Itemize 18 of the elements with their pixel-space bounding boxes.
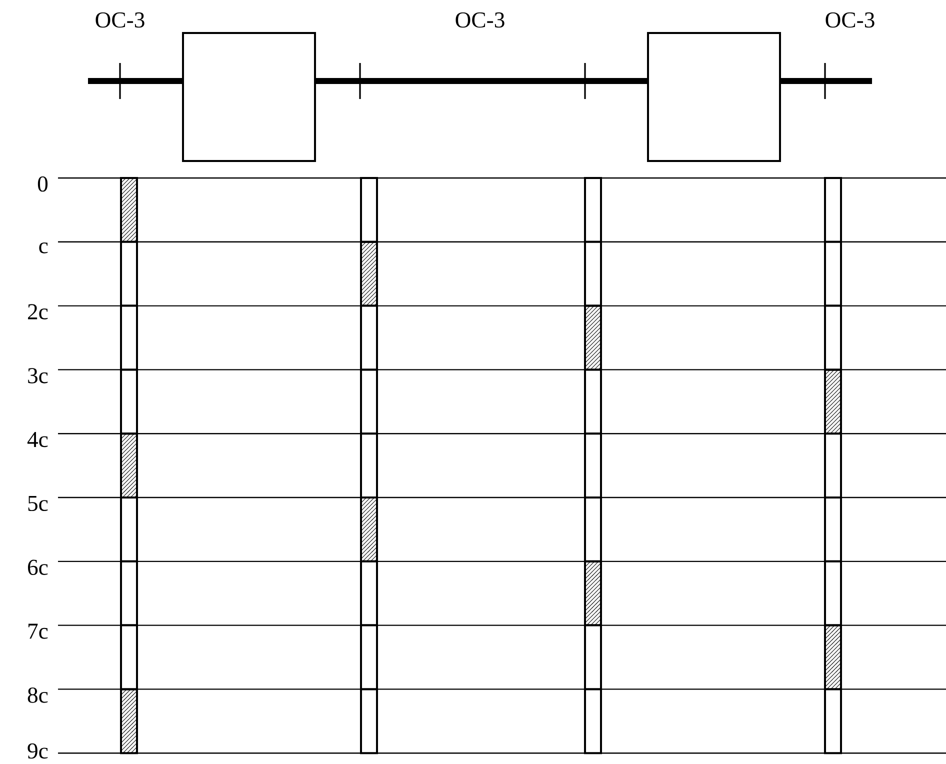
line [88,78,182,84]
line [316,78,647,84]
time-label: 4c [27,432,48,448]
time-label: 2c [28,304,48,320]
signal-label: OC-3 [456,12,504,28]
multiplexer-box [182,32,316,162]
time-label: c [39,242,48,254]
time-label: 8c [28,688,48,703]
multiplexer-box [647,32,781,162]
signal-label: OC-3 [96,12,144,28]
time-label: 9c [28,743,48,759]
time-label: 5c [28,496,48,512]
time-label: 7c [28,624,48,639]
time-label: 0 [38,176,48,192]
time-label: 6c [28,560,48,576]
signal-label: OC-3 [826,12,874,28]
line [781,78,872,84]
time-label: 3c [28,368,48,384]
